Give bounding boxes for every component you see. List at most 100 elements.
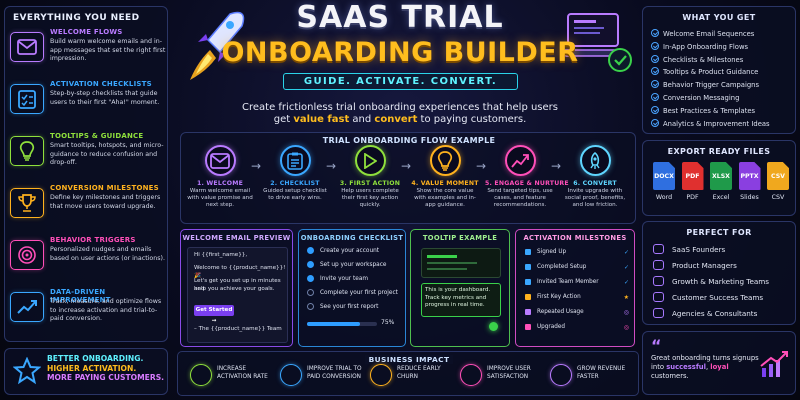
audience-icon	[653, 260, 664, 270]
clipboard-icon	[279, 145, 311, 176]
impact-icon	[280, 364, 302, 386]
panel-heading: PERFECT FOR	[686, 228, 752, 237]
quote-panel: “ Great onboarding turns signups into su…	[642, 331, 796, 395]
step-description: Send targeted tips, use cases, and featu…	[487, 188, 553, 209]
everything-you-need-panel: EVERYTHING YOU NEED	[4, 6, 168, 342]
flow-heading: TRIAL ONBOARDING FLOW EXAMPLE	[322, 136, 496, 145]
welcome-email-preview-card: WELCOME EMAIL PREVIEW Hi {{first_name}},…	[180, 229, 293, 347]
tooltip-line-2: Track key metrics and	[425, 294, 487, 301]
email-body: Hi {{first_name}}, Welcome to {{product_…	[187, 247, 288, 343]
audience-item: Customer Success Teams	[653, 292, 763, 302]
onboarding-flow: TRIAL ONBOARDING FLOW EXAMPLE 1. WELCOME…	[180, 132, 636, 224]
impact-icon	[370, 364, 392, 386]
milestone-item: Completed Setup✓	[525, 264, 629, 271]
milestone-label: Completed Setup	[537, 264, 587, 270]
hotspot-dot[interactable]	[489, 322, 498, 331]
tooltip-line-3: progress in real time.	[425, 302, 485, 309]
milestone-item: Signed Up ✓	[525, 248, 629, 256]
file-pptx-icon[interactable]: PPTX	[738, 162, 761, 190]
item-label: Analytics & Improvement Ideas	[663, 119, 770, 128]
milestone-status-icon: ✓	[623, 248, 629, 256]
step-title: 3. FIRST ACTION	[339, 180, 401, 187]
impact-icon	[190, 364, 212, 386]
impact-heading: BUSINESS IMPACT	[364, 355, 454, 364]
feature-description: Step-by-step checklists that guide users…	[50, 90, 160, 106]
flow-step: 5. ENGAGE & NURTURE Send targeted tips, …	[485, 145, 569, 210]
email-line-2: Let's get you set up in minutes and	[194, 278, 281, 292]
audience-item: SaaS Founders	[653, 244, 725, 254]
checklist-item[interactable]: Complete your first project	[307, 289, 398, 296]
feature-title: BEHAVIOR TRIGGERS	[50, 236, 136, 244]
rocket-icon	[190, 11, 245, 80]
step-description: Show the core value with examples and in…	[414, 188, 476, 209]
item-label: Conversion Messaging	[663, 94, 740, 102]
feature-item: DATA-DRIVEN IMPROVEMENT Track, measure, …	[10, 288, 166, 336]
what-you-get-item: Tooltips & Product Guidance	[651, 67, 758, 76]
flow-step: 6. CONVERT Invite upgrade with social pr…	[560, 145, 630, 210]
milestone-status-icon: ◎	[623, 308, 629, 316]
trend-icon	[10, 292, 44, 322]
check-circle-icon	[651, 80, 659, 89]
checklist-item[interactable]: Create your account	[307, 247, 379, 254]
item-label: Checklists & Milestones	[663, 55, 744, 64]
lead-highlight-1: value fast	[293, 114, 350, 125]
lead-text: to paying customers.	[417, 114, 527, 125]
quote-text: customers.	[651, 372, 689, 380]
get-started-button[interactable]: Get Started →	[194, 305, 234, 324]
quote-line-2: into successful, loyal customers.	[651, 363, 763, 381]
quote-highlight-2: loyal	[710, 363, 729, 371]
check-circle-icon	[651, 118, 659, 127]
checklist-item-label: Create your account	[320, 247, 380, 254]
step-title: 2. CHECKLIST	[270, 180, 320, 187]
file-docx-icon[interactable]: DOCX	[653, 162, 675, 190]
unchecked-icon	[307, 303, 314, 310]
file-pdf-icon[interactable]: PDF	[681, 162, 704, 190]
check-circle-icon	[651, 93, 659, 101]
checklist-item[interactable]: Invite your team	[307, 275, 368, 282]
tooltip-example-card: TOOLTIP EXAMPLE This is your dashboard. …	[410, 229, 510, 347]
feature-title: CONVERSION MILESTONES	[50, 184, 159, 192]
milestone-label: Signed Up	[537, 249, 567, 255]
better-line-1: BETTER ONBOARDING.	[47, 354, 144, 363]
arrow-right-icon: →	[551, 159, 562, 173]
card-heading: ACTIVATION MILESTONES	[523, 234, 627, 242]
quote-mark-icon: “	[651, 336, 662, 355]
step-title: 4. VALUE MOMENT	[411, 180, 479, 187]
milestone-marker	[525, 324, 531, 330]
checked-icon	[307, 275, 314, 282]
what-you-get-item: Analytics & Improvement Ideas	[651, 118, 770, 128]
step-description: Invite upgrade with social proof, benefi…	[564, 188, 626, 209]
tooltip-bubble: This is your dashboard. Track key metric…	[421, 283, 501, 317]
file-csv-icon[interactable]: CSV	[767, 162, 789, 190]
audience-icon	[653, 292, 664, 302]
target-icon	[10, 240, 44, 270]
feature-item: BEHAVIOR TRIGGERS Personalized nudges an…	[10, 236, 166, 284]
lead-text: get	[273, 114, 294, 125]
onboarding-checklist-card: ONBOARDING CHECKLIST Create your account…	[298, 229, 406, 347]
milestone-status-icon: ★	[623, 293, 629, 301]
step-description: Warm welcome email with value promise an…	[187, 188, 253, 209]
milestone-item: Invited Team Member✓	[525, 279, 629, 286]
milestone-item: Upgraded◎	[525, 324, 629, 331]
milestone-item: First Key Action ★	[525, 293, 629, 301]
checklist-item-label: Set up your workspace	[320, 261, 387, 268]
checklist-item[interactable]: See your first report	[307, 303, 378, 310]
file-xlsx-icon[interactable]: XLSX	[710, 162, 732, 190]
trophy-icon	[10, 188, 44, 218]
milestone-label: First Key Action	[537, 294, 581, 300]
feature-title: DATA-DRIVEN IMPROVEMENT	[50, 288, 111, 304]
better-line-3: MORE PAYING CUSTOMERS.	[47, 373, 165, 383]
lead-line-1: Create frictionless trial onboarding exp…	[242, 102, 558, 113]
title-line-1: SAAS TRIAL	[296, 0, 504, 35]
audience-icon	[653, 276, 664, 286]
item-label: Welcome Email Sequences	[663, 30, 755, 38]
checklist-item[interactable]: Set up your workspace	[307, 261, 386, 268]
tooltip-line-1: This is your dashboard.	[425, 287, 491, 293]
audience-label: Product Managers	[672, 260, 737, 270]
